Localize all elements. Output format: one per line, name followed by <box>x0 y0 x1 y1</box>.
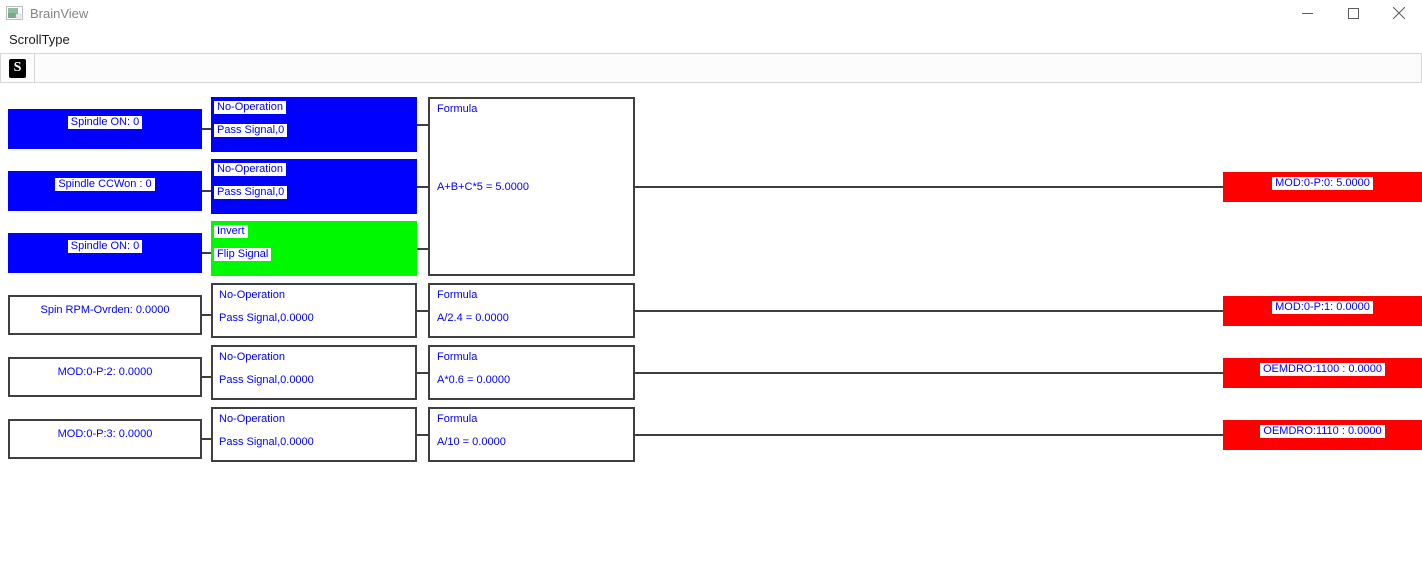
operation-title: No-Operation <box>214 163 287 176</box>
output-node-label: OEMDRO:1110 : 0.0000 <box>1260 425 1385 438</box>
wire-operation-to-formula <box>417 123 428 126</box>
output-node[interactable]: MOD:0-P:1: 0.0000 <box>1223 296 1422 326</box>
input-node-label: Spindle ON: 0 <box>67 240 143 253</box>
window-title: BrainView <box>30 5 89 21</box>
wire-input-to-operation <box>202 252 211 254</box>
scroll-type-tool-button[interactable]: S <box>1 54 35 82</box>
formula-expression: A*0.6 = 0.0000 <box>437 374 511 386</box>
input-node-label: Spindle CCWon : 0 <box>55 178 155 191</box>
formula-title: Formula <box>437 413 478 425</box>
output-node[interactable]: MOD:0-P:0: 5.0000 <box>1223 172 1422 202</box>
operation-title: No-Operation <box>216 413 289 426</box>
operation-subtitle: Pass Signal,0.0000 <box>216 312 317 325</box>
operation-title: No-Operation <box>214 101 287 114</box>
minimize-button[interactable] <box>1284 0 1330 26</box>
output-node-label: MOD:0-P:1: 0.0000 <box>1272 301 1373 314</box>
menu-item-scrolltype[interactable]: ScrollType <box>9 32 70 47</box>
input-node[interactable]: MOD:0-P:3: 0.0000 <box>8 419 202 459</box>
app-icon <box>6 6 23 20</box>
close-button[interactable] <box>1376 0 1422 26</box>
output-node-label: MOD:0-P:0: 5.0000 <box>1272 177 1373 190</box>
operation-subtitle: Pass Signal,0.0000 <box>216 374 317 387</box>
input-node-label: Spin RPM-Ovrden: 0.0000 <box>37 304 173 317</box>
wire-operation-to-formula <box>417 433 428 436</box>
operation-title: Invert <box>214 225 248 238</box>
wire-operation-to-formula <box>417 309 428 312</box>
scroll-type-icon: S <box>9 58 26 78</box>
wire-formula-to-output <box>635 185 1223 188</box>
formula-title: Formula <box>437 103 478 115</box>
operation-subtitle: Flip Signal <box>214 248 272 261</box>
input-node[interactable]: Spindle ON: 0 <box>8 233 202 273</box>
maximize-button[interactable] <box>1330 0 1376 26</box>
formula-expression: A/10 = 0.0000 <box>437 436 506 448</box>
wire-formula-to-output <box>635 433 1223 436</box>
formula-title: Formula <box>437 351 478 363</box>
formula-title: Formula <box>437 289 478 301</box>
operation-subtitle: Pass Signal,0 <box>214 186 288 199</box>
wire-input-to-operation <box>202 376 211 378</box>
wire-input-to-operation <box>202 438 211 440</box>
operation-title: No-Operation <box>216 351 289 364</box>
operation-title: No-Operation <box>216 289 289 302</box>
wire-operation-to-formula <box>417 247 428 250</box>
input-node-label: MOD:0-P:3: 0.0000 <box>54 428 156 441</box>
window-controls <box>1284 0 1422 26</box>
window-chrome: BrainView ScrollType S <box>0 0 1422 83</box>
input-node[interactable]: Spin RPM-Ovrden: 0.0000 <box>8 295 202 335</box>
operation-subtitle: Pass Signal,0 <box>214 124 288 137</box>
wire-operation-to-formula <box>417 371 428 374</box>
operation-subtitle: Pass Signal,0.0000 <box>216 436 317 449</box>
wire-input-to-operation <box>202 128 211 130</box>
menu-bar: ScrollType <box>0 26 1422 53</box>
output-node-label: OEMDRO:1100 : 0.0000 <box>1259 363 1386 376</box>
wire-operation-to-formula <box>417 185 428 188</box>
title-bar: BrainView <box>0 0 1422 26</box>
output-node[interactable]: OEMDRO:1100 : 0.0000 <box>1223 358 1422 388</box>
input-node-label: MOD:0-P:2: 0.0000 <box>54 366 156 379</box>
input-node[interactable]: Spindle ON: 0 <box>8 109 202 149</box>
wire-input-to-operation <box>202 314 211 316</box>
input-node[interactable]: MOD:0-P:2: 0.0000 <box>8 357 202 397</box>
input-node[interactable]: Spindle CCWon : 0 <box>8 171 202 211</box>
formula-expression: A+B+C*5 = 5.0000 <box>437 181 530 193</box>
wire-input-to-operation <box>202 190 211 192</box>
output-node[interactable]: OEMDRO:1110 : 0.0000 <box>1223 420 1422 450</box>
wire-formula-to-output <box>635 309 1223 312</box>
input-node-label: Spindle ON: 0 <box>67 116 143 129</box>
toolbar: S <box>0 53 1422 83</box>
wire-formula-to-output <box>635 371 1223 374</box>
formula-expression: A/2.4 = 0.0000 <box>437 312 509 324</box>
